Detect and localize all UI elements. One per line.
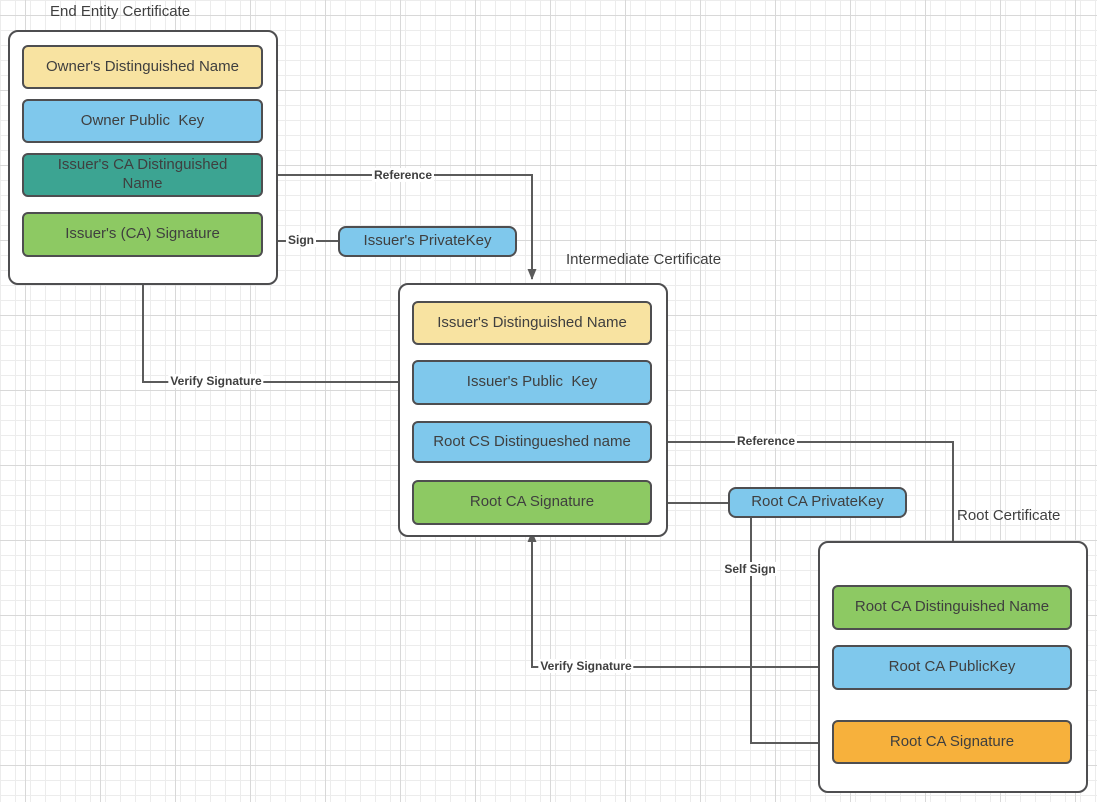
node-root-ca-publickey[interactable]: Root CA PublicKey [832, 645, 1072, 690]
node-root-ca-signature-root[interactable]: Root CA Signature [832, 720, 1072, 764]
node-root-ca-privatekey[interactable]: Root CA PrivateKey [728, 487, 907, 518]
edge-label-verify-signature-left[interactable]: Verify Signature [168, 374, 264, 388]
edge-label-sign[interactable]: Sign [286, 233, 316, 247]
edge-reference-top[interactable] [263, 174, 537, 280]
edge-label-self-sign[interactable]: Self Sign [722, 562, 778, 576]
node-issuers-ca-distinguished-name[interactable]: Issuer's CA Distinguished Name [22, 153, 263, 197]
node-issuers-distinguished-name[interactable]: Issuer's Distinguished Name [412, 301, 652, 345]
edge-label-reference-top[interactable]: Reference [371, 168, 435, 182]
node-root-cs-distingueshed-name[interactable]: Root CS Distingueshed name [412, 421, 652, 463]
node-owners-distinguished-name[interactable]: Owner's Distinguished Name [22, 45, 263, 89]
node-issuers-privatekey[interactable]: Issuer's PrivateKey [338, 226, 517, 257]
node-issuers-ca-signature[interactable]: Issuer's (CA) Signature [22, 212, 263, 257]
node-issuers-public-key[interactable]: Issuer's Public Key [412, 360, 652, 405]
node-root-ca-signature-intermediate[interactable]: Root CA Signature [412, 480, 652, 525]
edge-self-sign[interactable] [750, 518, 830, 748]
edge-label-reference-mid[interactable]: Reference [734, 434, 798, 448]
node-root-ca-distinguished-name[interactable]: Root CA Distinguished Name [832, 585, 1072, 630]
root-certificate-title[interactable]: Root Certificate [957, 507, 1061, 524]
end-entity-certificate-title[interactable]: End Entity Certificate [50, 3, 191, 20]
intermediate-certificate-title[interactable]: Intermediate Certificate [566, 251, 722, 268]
edge-label-verify-signature-right[interactable]: Verify Signature [538, 659, 634, 673]
edge-verify-signature-left[interactable] [138, 259, 412, 383]
edge-verify-signature-right[interactable] [527, 531, 832, 668]
node-owner-public-key[interactable]: Owner Public Key [22, 99, 263, 143]
